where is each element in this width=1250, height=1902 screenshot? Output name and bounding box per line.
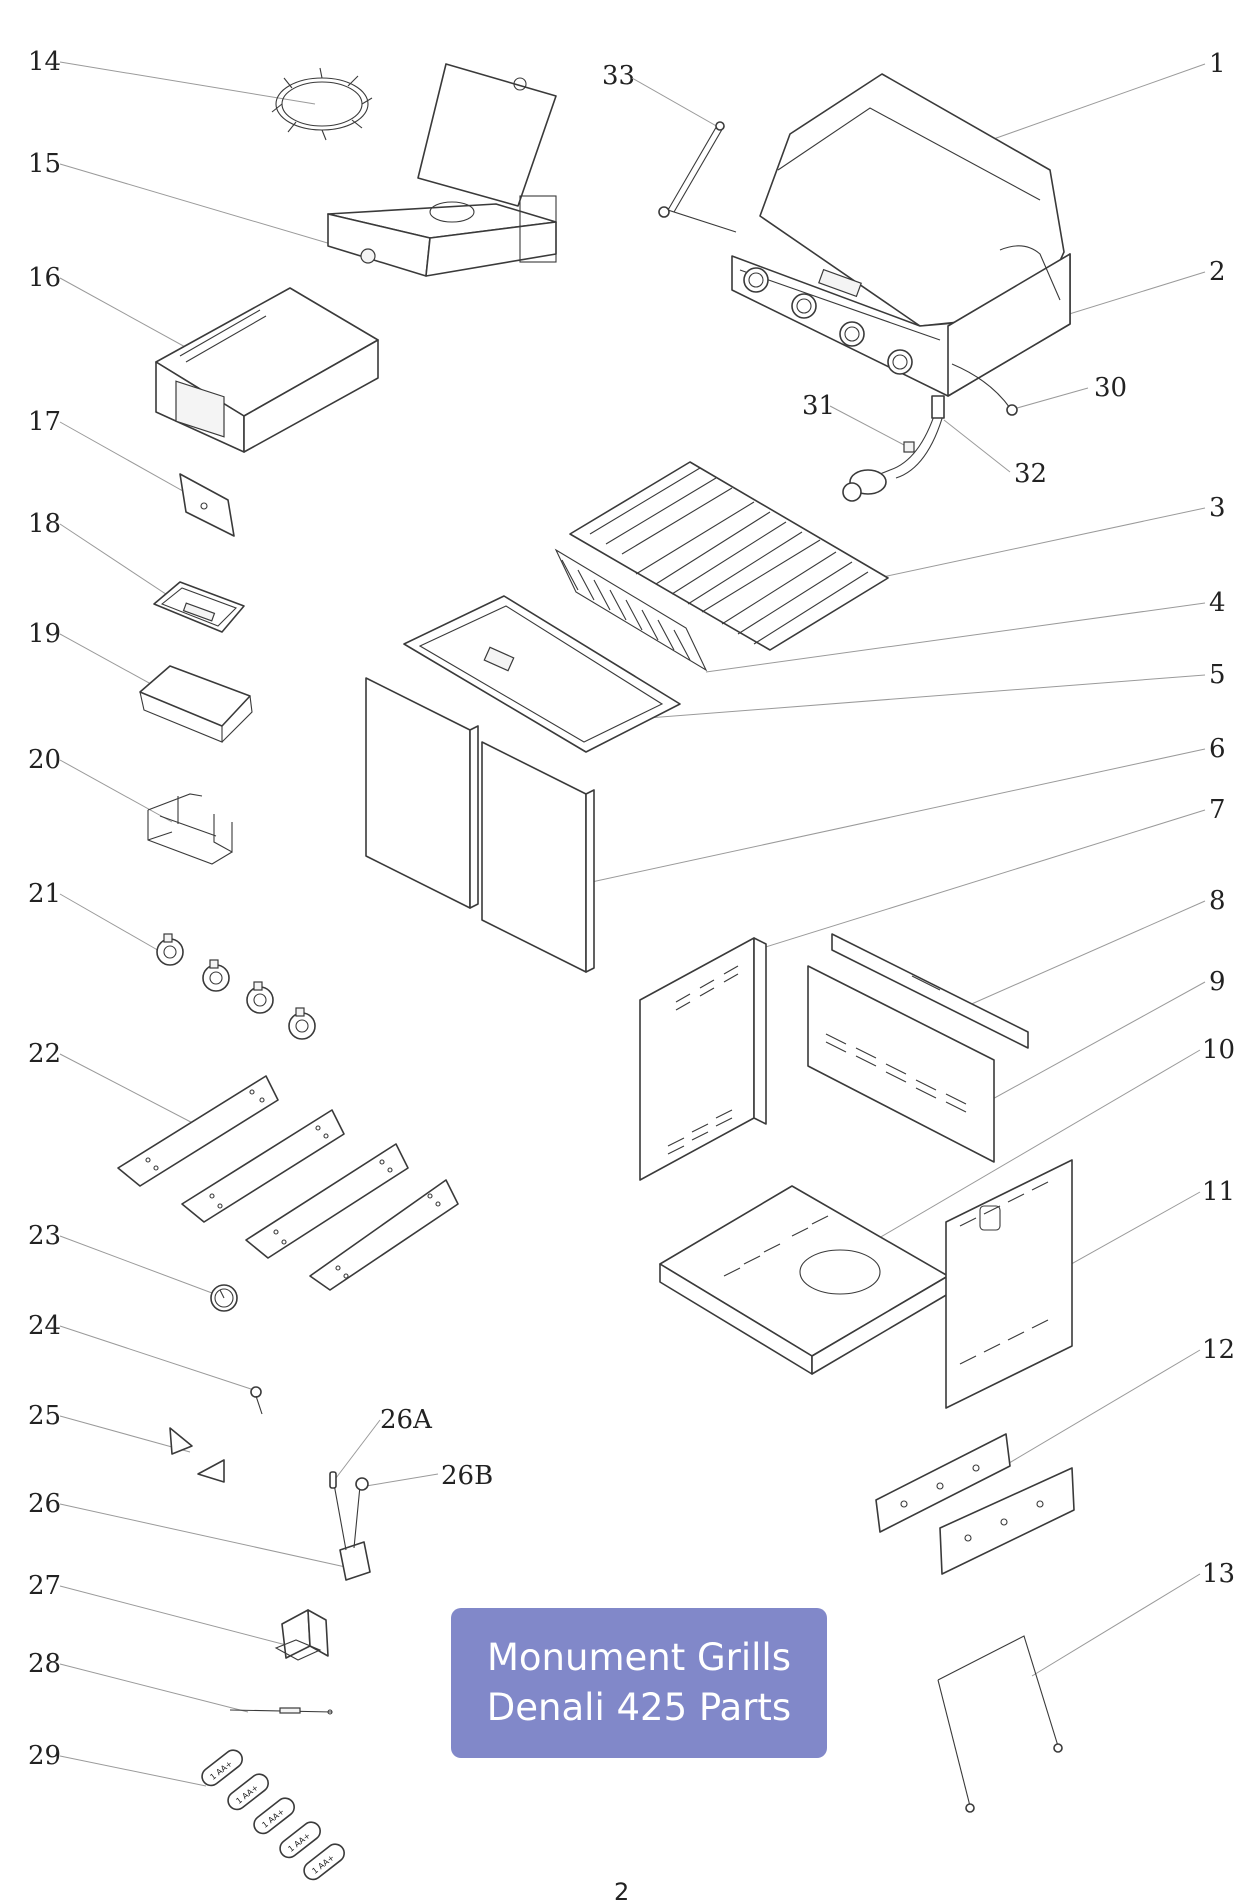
part-12-brackets <box>875 1433 1075 1575</box>
part-24-electrode <box>250 1386 263 1415</box>
title-line-1: Monument Grills <box>487 1636 791 1679</box>
part-19-grease-pan <box>139 665 253 743</box>
callout-21: 21 <box>28 879 61 909</box>
part-5-firebox <box>403 595 681 753</box>
callout-31: 31 <box>802 391 835 421</box>
control-knobs <box>743 267 913 375</box>
callout-5: 5 <box>1209 660 1226 690</box>
part-8-back-rail <box>831 933 1029 1049</box>
part-16-side-shelf <box>155 287 379 453</box>
title-line-2: Denali 425 Parts <box>486 1686 792 1729</box>
part-11-side-panel <box>945 1159 1073 1409</box>
part-22-heat-tents <box>117 1075 459 1291</box>
callout-20: 20 <box>28 745 61 775</box>
callout-26b: 26B <box>441 1461 493 1491</box>
callout-27: 27 <box>28 1571 61 1601</box>
page-number: 2 <box>614 1878 629 1902</box>
callouts-right: 1 2 3 4 5 6 7 8 9 10 11 12 13 30 31 32 3… <box>602 49 1235 1589</box>
callout-13: 13 <box>1202 1559 1235 1589</box>
callout-3: 3 <box>1209 493 1226 523</box>
part-7-side-panel <box>639 937 767 1181</box>
callout-22: 22 <box>28 1039 61 1069</box>
part-20-pan-bracket <box>147 793 233 865</box>
part-29-battery-labels: 1 AA+ 1 AA+ 1 AA+ 1 AA+ 1 AA+ <box>201 1749 345 1881</box>
part-17-bracket <box>179 473 235 537</box>
callout-16: 16 <box>28 263 61 293</box>
callout-6: 6 <box>1209 734 1226 764</box>
part-3-cooking-grates <box>569 461 889 651</box>
callout-9: 9 <box>1209 967 1226 997</box>
callout-10: 10 <box>1202 1035 1235 1065</box>
part-28-ignition-wire <box>229 1707 333 1715</box>
callout-33: 33 <box>602 61 635 91</box>
part-13-handle <box>937 1635 1063 1813</box>
callouts-left: 14 15 16 17 18 19 20 21 22 23 24 25 26 2… <box>28 47 493 1771</box>
callout-26: 26 <box>28 1489 61 1519</box>
callout-12: 12 <box>1202 1335 1235 1365</box>
part-14-burner-grate <box>271 67 373 141</box>
callout-29: 29 <box>28 1741 61 1771</box>
part-9-back-panel <box>807 965 995 1163</box>
part-6-cabinet-doors <box>365 677 595 973</box>
callout-18: 18 <box>28 509 61 539</box>
callout-4: 4 <box>1209 588 1226 618</box>
callout-7: 7 <box>1209 795 1226 825</box>
part-25-clips <box>169 1427 225 1483</box>
callout-23: 23 <box>28 1221 61 1251</box>
leader-lines <box>59 61 1206 1787</box>
part-30-32-regulator <box>842 363 1018 502</box>
callout-19: 19 <box>28 619 61 649</box>
callout-25: 25 <box>28 1401 61 1431</box>
callout-28: 28 <box>28 1649 61 1679</box>
callout-1: 1 <box>1209 49 1226 79</box>
part-26-ignition-module <box>329 1471 371 1581</box>
callout-15: 15 <box>28 149 61 179</box>
part-23-thermometer <box>210 1284 238 1312</box>
part-33-rod <box>658 121 737 233</box>
title-banner: Monument Grills Denali 425 Parts <box>451 1608 827 1758</box>
callout-30: 30 <box>1094 373 1127 403</box>
callout-14: 14 <box>28 47 61 77</box>
callout-11: 11 <box>1202 1177 1235 1207</box>
part-15-side-burner <box>327 63 557 277</box>
part-27-bracket <box>274 1609 329 1661</box>
part-1-grill-head <box>731 73 1071 397</box>
callout-8: 8 <box>1209 886 1226 916</box>
callout-24: 24 <box>28 1311 61 1341</box>
callout-2: 2 <box>1209 257 1226 287</box>
part-18-drip-tray <box>153 581 245 633</box>
part-4-warming-rack <box>554 548 708 672</box>
part-10-cabinet-bottom <box>659 1185 949 1375</box>
part-21-valves <box>156 933 316 1040</box>
callout-17: 17 <box>28 407 61 437</box>
callout-26a: 26A <box>380 1405 433 1435</box>
callout-32: 32 <box>1014 459 1047 489</box>
